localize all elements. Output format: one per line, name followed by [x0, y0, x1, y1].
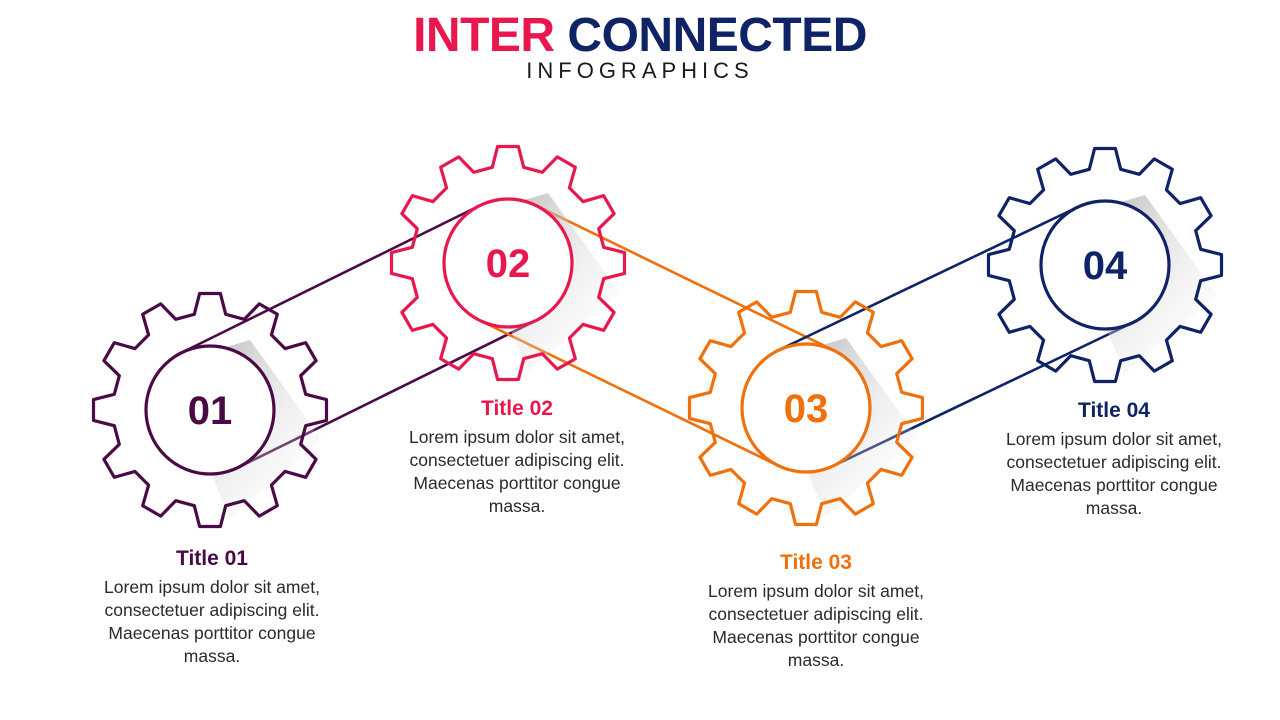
- main-title: INTER CONNECTED: [0, 8, 1280, 64]
- connector-line: [181, 204, 481, 354]
- gear-center-circle: [1039, 199, 1171, 331]
- description-line: consectetuer adipiscing elit.: [1006, 452, 1222, 472]
- description-line: Maecenas porttitor congue: [108, 623, 316, 643]
- description-line: Maecenas porttitor congue: [413, 473, 621, 493]
- description-line: consectetuer adipiscing elit.: [104, 600, 320, 620]
- step-description: Lorem ipsum dolor sit amet, consectetuer…: [666, 580, 966, 672]
- connector-line: [777, 206, 1078, 352]
- title-part-inter: INTER: [413, 9, 555, 62]
- description-line: massa.: [1085, 498, 1143, 518]
- description-line: Lorem ipsum dolor sit amet,: [708, 581, 924, 601]
- step-title: Title 04: [1078, 399, 1150, 422]
- header: INTER CONNECTED INFOGRAPHICS: [0, 8, 1280, 84]
- gear-number: 02: [486, 242, 531, 286]
- description-line: Maecenas porttitor congue: [712, 627, 920, 647]
- step-title: Title 01: [176, 547, 248, 570]
- description-line: massa.: [787, 650, 845, 670]
- description-line: Lorem ipsum dolor sit amet,: [409, 427, 625, 447]
- gear-outline: [389, 144, 627, 382]
- description-line: Lorem ipsum dolor sit amet,: [104, 577, 320, 597]
- gear-center-circle: [144, 344, 276, 476]
- step-block-04: Title 04 Lorem ipsum dolor sit amet, con…: [964, 398, 1264, 520]
- description-line: consectetuer adipiscing elit.: [409, 450, 625, 470]
- step-block-03: Title 03 Lorem ipsum dolor sit amet, con…: [666, 550, 966, 672]
- gear-outline: [986, 146, 1224, 384]
- gear-number: 01: [188, 389, 233, 433]
- gear-number: 03: [784, 387, 829, 431]
- step-description: Lorem ipsum dolor sit amet, consectetuer…: [964, 428, 1264, 520]
- description-line: Lorem ipsum dolor sit amet,: [1006, 429, 1222, 449]
- gears: 01 02 03 04: [91, 144, 1224, 529]
- step-title: Title 03: [780, 551, 852, 574]
- description-line: consectetuer adipiscing elit.: [708, 604, 924, 624]
- step-description: Lorem ipsum dolor sit amet, consectetuer…: [62, 576, 362, 668]
- title-part-connected: CONNECTED: [567, 9, 867, 62]
- step-description: Lorem ipsum dolor sit amet, consectetuer…: [367, 426, 667, 518]
- description-line: massa.: [488, 496, 546, 516]
- subtitle: INFOGRAPHICS: [526, 58, 754, 83]
- gear-outline: [687, 289, 925, 527]
- step-block-02: Title 02 Lorem ipsum dolor sit amet, con…: [367, 396, 667, 518]
- connector-line: [535, 204, 835, 352]
- gear-center-circle: [442, 197, 574, 329]
- gear-number: 04: [1083, 244, 1128, 288]
- step-block-01: Title 01 Lorem ipsum dolor sit amet, con…: [62, 546, 362, 668]
- description-line: massa.: [183, 646, 241, 666]
- step-title: Title 02: [481, 397, 553, 420]
- gear-outline: [91, 291, 329, 529]
- description-line: Maecenas porttitor congue: [1010, 475, 1218, 495]
- gear-center-circle: [740, 342, 872, 474]
